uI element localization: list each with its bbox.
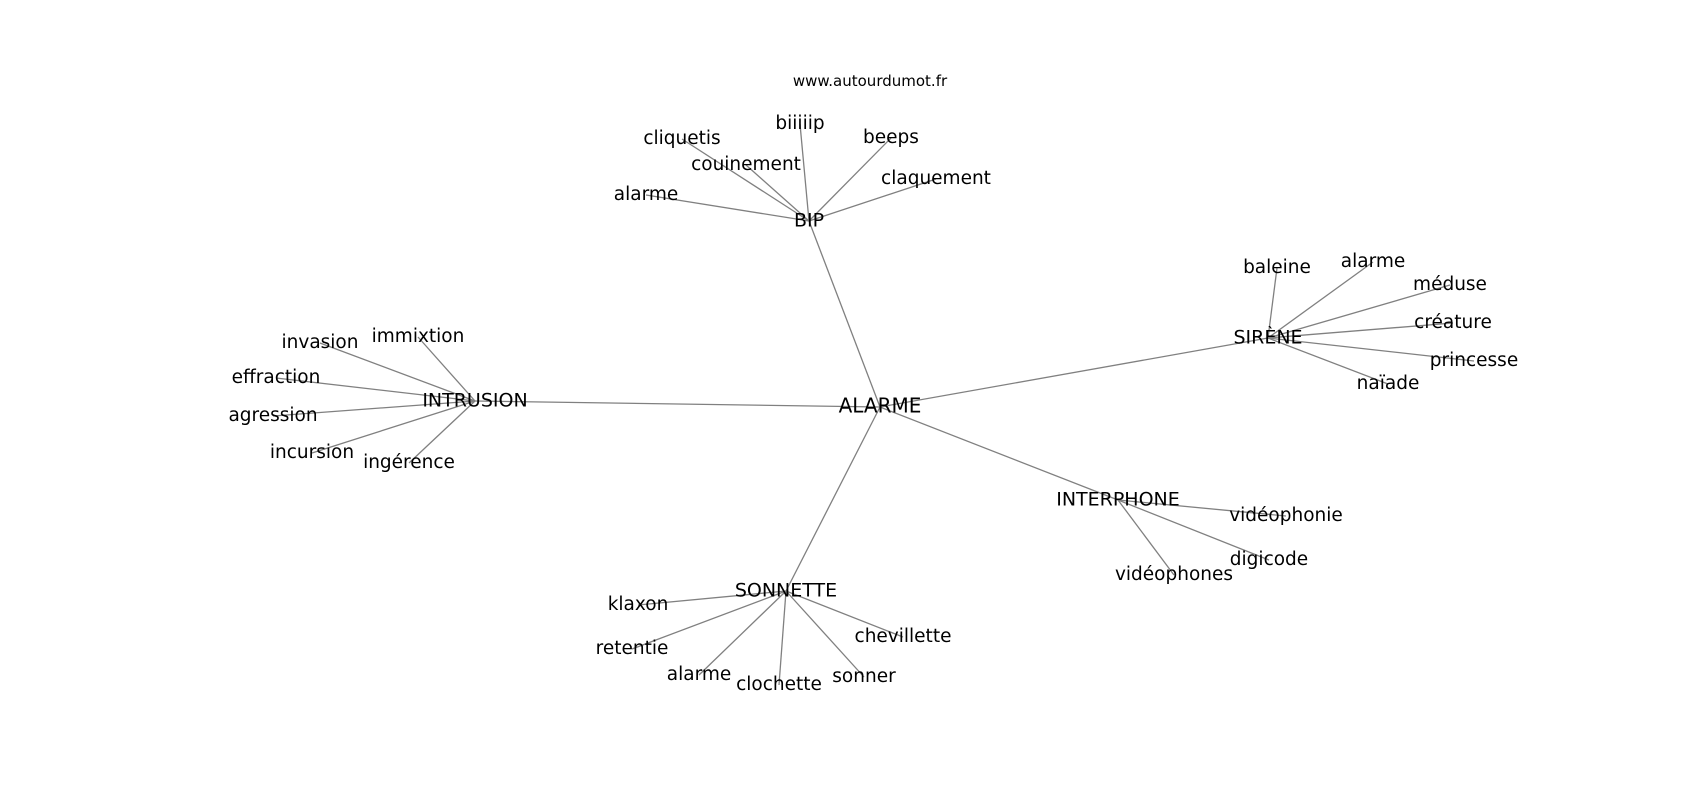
node-alarme: ALARME bbox=[839, 394, 922, 418]
edge-alarme-sirene bbox=[879, 337, 1269, 408]
edge-intrusion-int-invasion bbox=[319, 342, 476, 402]
node-bip-biiiiip: biiiiip bbox=[775, 113, 824, 134]
edge-bip-bip-cliquetis bbox=[681, 138, 810, 222]
edge-sirene-sir-creature bbox=[1267, 322, 1454, 339]
node-iph-videophonie: vidéophonie bbox=[1229, 505, 1343, 526]
edge-interphone-iph-videophones bbox=[1117, 499, 1175, 576]
node-bip: BIP bbox=[794, 210, 824, 232]
edge-sonnette-son-clochette bbox=[778, 590, 787, 686]
edge-sonnette-son-klaxon bbox=[637, 590, 787, 606]
edge-alarme-sonnette bbox=[785, 406, 881, 592]
node-son-retentie: retentie bbox=[596, 638, 669, 659]
edge-bip-bip-alarme bbox=[645, 194, 810, 222]
node-son-klaxon: klaxon bbox=[608, 594, 669, 615]
node-sir-baleine: baleine bbox=[1243, 257, 1311, 278]
node-int-immixtion: immixtion bbox=[372, 326, 465, 347]
node-bip-claquement: claquement bbox=[881, 168, 991, 189]
node-sir-meduse: méduse bbox=[1413, 274, 1487, 295]
edge-sonnette-son-sonner bbox=[785, 590, 865, 678]
edge-bip-bip-biiiiip bbox=[799, 123, 810, 222]
edge-sirene-sir-princesse bbox=[1267, 337, 1475, 362]
edge-sirene-sir-alarme bbox=[1267, 261, 1374, 339]
edge-sirene-sir-meduse bbox=[1267, 284, 1451, 339]
node-sir-alarme: alarme bbox=[1341, 251, 1406, 272]
node-bip-alarme: alarme bbox=[614, 184, 679, 205]
node-int-invasion: invasion bbox=[282, 332, 359, 353]
node-bip-beeps: beeps bbox=[863, 127, 919, 148]
node-son-clochette: clochette bbox=[736, 674, 822, 695]
edge-interphone-iph-digicode bbox=[1117, 499, 1270, 561]
edge-intrusion-int-effraction bbox=[275, 377, 476, 402]
node-iph-videophones: vidéophones bbox=[1115, 564, 1233, 585]
edge-sonnette-son-alarme bbox=[698, 590, 787, 676]
node-bip-cliquetis: cliquetis bbox=[643, 128, 720, 149]
edge-bip-bip-claquement bbox=[808, 178, 937, 222]
graph-edges bbox=[272, 123, 1475, 686]
edge-sirene-sir-baleine bbox=[1267, 267, 1278, 339]
node-son-chevillette: chevillette bbox=[855, 626, 952, 647]
node-sir-princesse: princesse bbox=[1430, 350, 1518, 371]
node-son-alarme: alarme bbox=[667, 664, 732, 685]
edge-sonnette-son-chevillette bbox=[785, 590, 904, 638]
node-sonnette: SONNETTE bbox=[735, 580, 837, 602]
edge-alarme-intrusion bbox=[474, 400, 881, 408]
node-sirene: SIRÈNE bbox=[1233, 326, 1302, 349]
edge-intrusion-int-ingerence bbox=[408, 400, 476, 464]
node-sir-naiade: naïade bbox=[1357, 373, 1420, 394]
edge-intrusion-int-agression bbox=[272, 400, 476, 417]
edge-intrusion-int-immixtion bbox=[417, 336, 476, 402]
node-int-effraction: effraction bbox=[232, 367, 321, 388]
node-iph-digicode: digicode bbox=[1230, 549, 1308, 570]
node-intrusion: INTRUSION bbox=[422, 390, 527, 412]
edge-intrusion-int-incursion bbox=[311, 400, 476, 454]
edge-sonnette-son-retentie bbox=[631, 590, 787, 650]
node-int-incursion: incursion bbox=[270, 442, 354, 463]
edge-sirene-sir-naiade bbox=[1267, 337, 1389, 385]
graph-labels: ALARME BIP SIRÈNE INTRUSION INTERPHONE SONNET… bbox=[228, 113, 1518, 695]
node-int-agression: agression bbox=[228, 405, 317, 426]
edge-alarme-bip bbox=[808, 220, 881, 408]
edge-interphone-iph-videophonie bbox=[1117, 499, 1287, 517]
source-url: www.autourdumot.fr bbox=[792, 72, 948, 90]
node-son-sonner: sonner bbox=[832, 666, 896, 687]
edge-bip-bip-beeps bbox=[808, 137, 892, 222]
node-interphone: INTERPHONE bbox=[1056, 489, 1180, 511]
edge-bip-bip-couinement bbox=[745, 164, 810, 222]
node-int-ingerence: ingérence bbox=[363, 452, 455, 473]
node-bip-couinement: couinement bbox=[691, 154, 801, 175]
node-sir-creature: créature bbox=[1414, 312, 1492, 333]
edge-alarme-interphone bbox=[879, 406, 1119, 501]
